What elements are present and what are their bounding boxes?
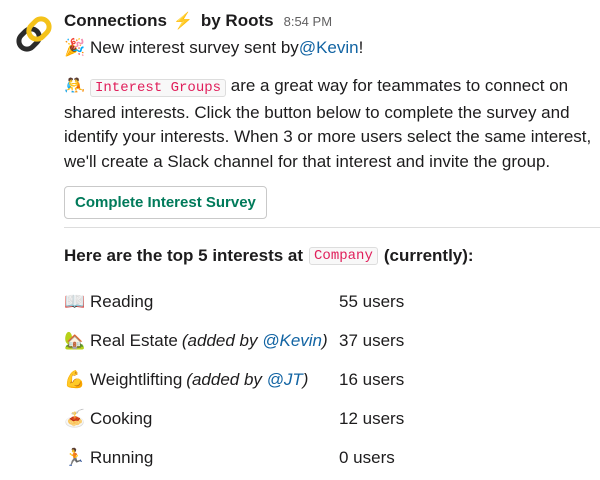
runner-icon: 🏃 (64, 447, 86, 467)
connections-logo-icon[interactable] (14, 14, 54, 54)
message-timestamp[interactable]: 8:54 PM (283, 13, 333, 29)
people-wrestling-icon: 🤼 (64, 76, 86, 95)
message-content: Connections ⚡ by Roots 8:54 PM 🎉 New int… (64, 8, 594, 220)
interest-name: Cooking (90, 408, 153, 428)
lightning-bolt-icon: ⚡ (172, 13, 193, 30)
survey-sent-suffix: ! (358, 38, 364, 57)
interest-row-real-estate: 🏡 Real Estate (added by @Kevin) 37 users (64, 322, 594, 361)
interests-list: 📖 Reading 55 users 🏡 Real Estate (added … (64, 283, 594, 477)
user-mention-kevin[interactable]: @Kevin (262, 331, 323, 351)
top-interests-prefix: Here are the top 5 interests at (64, 246, 304, 265)
interest-name: Reading (90, 292, 154, 312)
book-icon: 📖 (64, 292, 86, 312)
interest-name: Running (90, 447, 154, 467)
top-interests-suffix: (currently): (383, 246, 474, 265)
interest-row-running: 🏃 Running 0 users (64, 438, 594, 477)
message-header: Connections ⚡ by Roots 8:54 PM (64, 8, 594, 34)
interest-row-reading: 📖 Reading 55 users (64, 283, 594, 322)
intro-paragraph: 🤼Interest Groups are a great way for tea… (64, 74, 599, 174)
divider (64, 227, 600, 228)
interest-name: Weightlifting (90, 369, 183, 389)
interest-users: 0 users (339, 447, 395, 467)
interest-row-weightlifting: 💪 Weightlifting (added by @JT) 16 users (64, 361, 594, 400)
interest-users: 55 users (339, 292, 405, 312)
intro-text: are a great way for teammates to connect… (64, 76, 592, 171)
added-by-note: (added by @JT) (186, 370, 308, 390)
spaghetti-icon: 🍝 (64, 408, 86, 428)
added-by-prefix: (added by (186, 369, 267, 389)
party-popper-icon: 🎉 (64, 38, 86, 57)
house-icon: 🏡 (64, 331, 86, 351)
user-mention-kevin[interactable]: @Kevin (298, 38, 359, 57)
interest-groups-code: Interest Groups (90, 79, 227, 97)
interest-users: 12 users (339, 408, 405, 428)
added-by-suffix: ) (322, 331, 328, 351)
interest-row-cooking: 🍝 Cooking 12 users (64, 399, 594, 438)
interest-users: 16 users (339, 369, 405, 389)
user-mention-jt[interactable]: @JT (266, 369, 303, 389)
company-code: Company (309, 247, 378, 265)
flexed-biceps-icon: 💪 (64, 369, 86, 389)
added-by-prefix: (added by (181, 331, 263, 351)
survey-sent-text: New interest survey sent by (90, 38, 299, 57)
top-interests-title: Here are the top 5 interests at Company … (64, 246, 474, 266)
added-by-note: (added by @Kevin) (182, 331, 328, 351)
interest-name: Real Estate (90, 331, 178, 351)
survey-sent-line: 🎉 New interest survey sent by @Kevin ! (64, 34, 594, 62)
app-name[interactable]: Connections (64, 11, 167, 30)
interest-users: 37 users (339, 331, 405, 351)
complete-survey-button[interactable]: Complete Interest Survey (64, 186, 267, 220)
added-by-suffix: ) (302, 369, 309, 389)
by-roots-label: by Roots (200, 11, 274, 30)
